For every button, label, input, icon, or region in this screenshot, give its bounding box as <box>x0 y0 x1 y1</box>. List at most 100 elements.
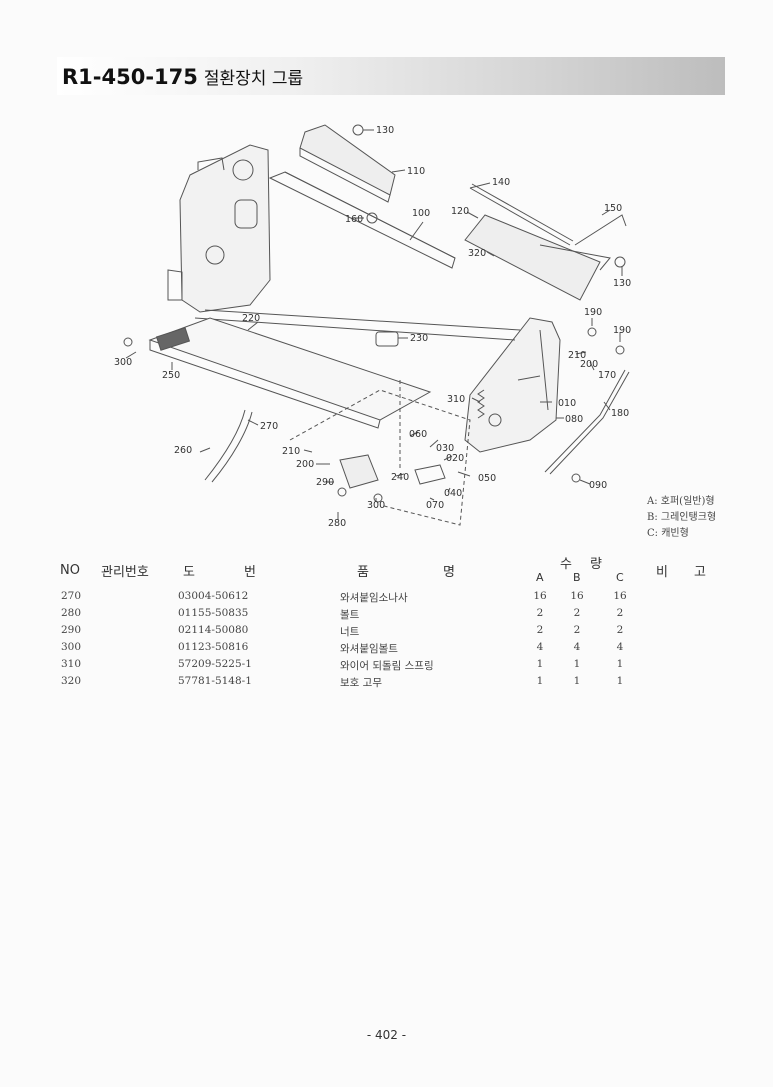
callout-label: 200 <box>580 359 598 370</box>
cell-qty-a: 16 <box>533 590 547 602</box>
callout-label: 170 <box>598 370 616 381</box>
cell-qty-b: 16 <box>570 590 584 602</box>
callout-label: 190 <box>584 307 602 318</box>
cell-no: 270 <box>61 590 82 602</box>
callout-label: 140 <box>492 177 510 188</box>
col-header-no: NO <box>60 563 80 578</box>
callout-label: 090 <box>589 480 607 491</box>
callout-label: 150 <box>604 203 622 214</box>
col-header-c: C <box>616 571 624 584</box>
cell-qty-b: 1 <box>573 658 581 670</box>
table-row: 300 01123-50816 와셔붙임볼트 4 4 4 <box>0 641 773 658</box>
callout-label: 040 <box>444 488 462 499</box>
callout-label: 220 <box>242 313 260 324</box>
diagram-callouts: 130 110 140 100 120 150 160 320 130 220 … <box>114 125 631 529</box>
cell-no: 280 <box>61 607 82 619</box>
legend-item-c: C: 캐빈형 <box>647 528 689 539</box>
table-row: 290 02114-50080 너트 2 2 2 <box>0 624 773 641</box>
title-band <box>57 57 725 95</box>
callout-label: 280 <box>328 518 346 529</box>
cell-no: 310 <box>61 658 82 670</box>
cell-qty-a: 1 <box>536 675 544 687</box>
callout-label: 080 <box>565 414 583 425</box>
cell-name: 보호 고무 <box>340 677 382 689</box>
cell-qty-b: 4 <box>573 641 581 653</box>
callout-label: 260 <box>174 445 192 456</box>
col-header-qty-1: 수 <box>560 557 572 572</box>
legend-item-a: A: 호퍼(일반)형 <box>647 496 715 507</box>
cell-qty-b: 2 <box>573 624 581 636</box>
cell-name: 너트 <box>340 626 360 638</box>
col-header-remark-1: 비 <box>656 565 668 580</box>
col-header-b: B <box>573 571 581 584</box>
callout-label: 100 <box>412 208 430 219</box>
callout-label: 210 <box>282 446 300 457</box>
col-header-remark-2: 고 <box>694 565 706 580</box>
cell-name: 볼트 <box>340 609 360 621</box>
callout-label: 070 <box>426 500 444 511</box>
cell-dwg: 01123-50816 <box>178 641 249 653</box>
callout-label: 320 <box>468 248 486 259</box>
cell-qty-a: 2 <box>536 624 544 636</box>
cell-qty-c: 1 <box>616 675 624 687</box>
page-number: - 402 - <box>366 1028 407 1042</box>
variant-legend: A: 호퍼(일반)형 B: 그레인탱크형 C: 캐빈형 <box>647 494 716 542</box>
callout-label: 300 <box>114 357 132 368</box>
col-header-a: A <box>536 571 544 584</box>
callout-label: 180 <box>611 408 629 419</box>
callout-label: 120 <box>451 206 469 217</box>
cell-qty-a: 4 <box>536 641 544 653</box>
table-row: 280 01155-50835 볼트 2 2 2 <box>0 607 773 624</box>
cell-name: 와셔붙임볼트 <box>340 643 398 655</box>
callout-label: 110 <box>407 166 425 177</box>
cell-no: 320 <box>61 675 82 687</box>
cell-qty-c: 16 <box>613 590 627 602</box>
group-code: R1-450-175 <box>62 65 198 89</box>
cell-dwg: 03004-50612 <box>178 590 249 602</box>
callout-label: 060 <box>409 429 427 440</box>
callout-label: 290 <box>316 477 334 488</box>
table-row: 270 03004-50612 와셔붙임소나사 16 16 16 <box>0 590 773 607</box>
callout-label: 200 <box>296 459 314 470</box>
callout-label: 020 <box>446 453 464 464</box>
cell-qty-b: 1 <box>573 675 581 687</box>
callout-label: 160 <box>345 214 363 225</box>
cell-dwg: 02114-50080 <box>178 624 249 636</box>
cell-qty-b: 2 <box>573 607 581 619</box>
diagram-linework <box>123 124 630 526</box>
callout-label: 270 <box>260 421 278 432</box>
exploded-parts-diagram: 130 110 140 100 120 150 160 320 130 220 … <box>114 124 631 529</box>
cell-dwg: 57781-5148-1 <box>178 675 252 687</box>
table-row: 310 57209-5225-1 와이어 되돌림 스프링 1 1 1 <box>0 658 773 675</box>
cell-name: 와이어 되돌림 스프링 <box>340 660 434 672</box>
col-header-dwg-2: 번 <box>244 565 256 580</box>
cell-dwg: 57209-5225-1 <box>178 658 252 670</box>
cell-no: 290 <box>61 624 82 636</box>
callout-label: 310 <box>447 394 465 405</box>
callout-label: 250 <box>162 370 180 381</box>
cell-name: 와셔붙임소나사 <box>340 592 408 604</box>
callout-label: 300 <box>367 500 385 511</box>
callout-label: 030 <box>436 443 454 454</box>
cell-qty-c: 1 <box>616 658 624 670</box>
cell-qty-c: 4 <box>616 641 624 653</box>
group-name: 절환장치 그룹 <box>203 69 304 89</box>
callout-label: 050 <box>478 473 496 484</box>
col-header-name-2: 명 <box>443 565 455 580</box>
table-row: 320 57781-5148-1 보호 고무 1 1 1 <box>0 675 773 692</box>
cell-qty-c: 2 <box>616 607 624 619</box>
callout-label: 010 <box>558 398 576 409</box>
col-header-mgmt: 관리번호 <box>101 565 149 580</box>
callout-label: 190 <box>613 325 631 336</box>
col-header-name-1: 품 <box>357 565 369 580</box>
cell-qty-a: 2 <box>536 607 544 619</box>
cell-qty-a: 1 <box>536 658 544 670</box>
cell-qty-c: 2 <box>616 624 624 636</box>
col-header-qty-2: 량 <box>590 557 602 572</box>
cell-dwg: 01155-50835 <box>178 607 249 619</box>
cell-no: 300 <box>61 641 82 653</box>
callout-label: 240 <box>391 472 409 483</box>
callout-label: 230 <box>410 333 428 344</box>
callout-label: 130 <box>613 278 631 289</box>
